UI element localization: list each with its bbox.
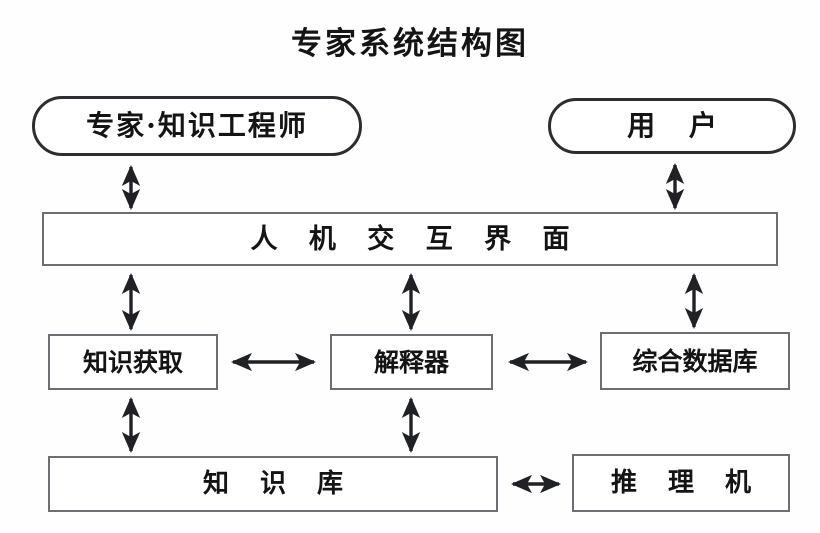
node-knowledge-base[interactable]: 知 识 库 xyxy=(48,456,498,512)
node-interpreter-label: 解释器 xyxy=(373,347,449,377)
node-expert-label: 专家·知识工程师 xyxy=(86,109,308,142)
node-human-machine-interface[interactable]: 人 机 交 互 界 面 xyxy=(42,212,778,266)
node-comprehensive-database[interactable]: 综合数据库 xyxy=(600,332,790,390)
node-inference-engine[interactable]: 推 理 机 xyxy=(572,454,790,512)
node-knowledge-acquisition[interactable]: 知识获取 xyxy=(48,334,218,390)
page-title: 专家系统结构图 xyxy=(291,26,529,62)
node-acquire-label: 知识获取 xyxy=(82,347,183,377)
node-user[interactable]: 用 户 xyxy=(548,98,796,154)
node-interpreter[interactable]: 解释器 xyxy=(330,334,493,390)
node-interface-label: 人 机 交 互 界 面 xyxy=(250,223,581,255)
node-infer-label: 推 理 机 xyxy=(610,468,763,498)
node-kbase-label: 知 识 库 xyxy=(202,469,355,499)
node-user-label: 用 户 xyxy=(627,109,729,142)
node-database-label: 综合数据库 xyxy=(632,346,758,376)
node-expert-knowledge-engineer[interactable]: 专家·知识工程师 xyxy=(32,96,362,156)
